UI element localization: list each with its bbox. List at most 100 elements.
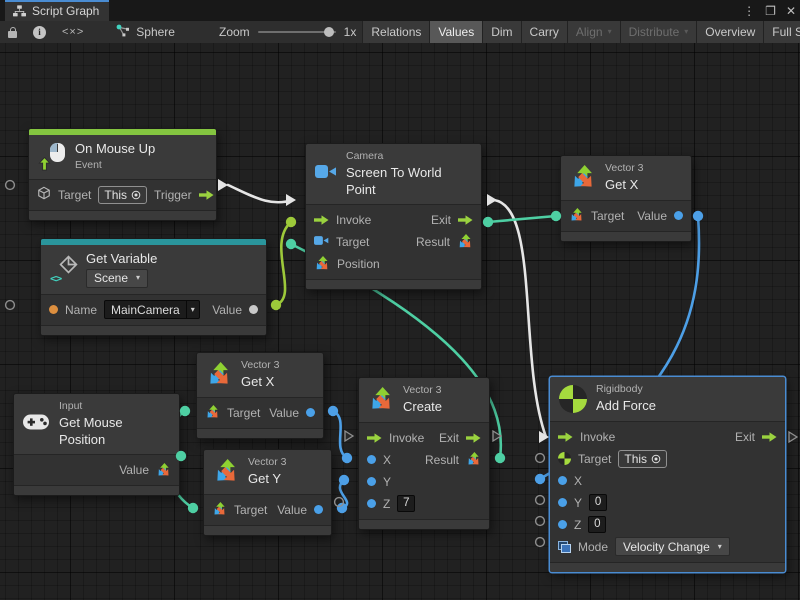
vector3-port-icon[interactable]	[314, 256, 330, 272]
flow-in-arrow-icon[interactable]	[314, 215, 329, 226]
flow-out-arrow-icon[interactable]	[762, 431, 777, 442]
window-maximize-icon[interactable]: ❐	[765, 3, 776, 18]
wire-endpoint-dot[interactable]	[285, 216, 297, 228]
carry-button[interactable]: Carry	[520, 21, 567, 43]
unconnected-flow-port[interactable]	[788, 430, 799, 444]
z-value-field[interactable]: 0	[588, 516, 607, 534]
wire-get-variable-value-to-camera-target[interactable]	[274, 220, 293, 307]
wire-endpoint-dot[interactable]	[482, 216, 494, 228]
variable-scope-dropdown[interactable]: Scene	[86, 268, 149, 288]
zoom-slider-handle[interactable]	[323, 27, 334, 37]
this-target-chip[interactable]: This	[98, 185, 148, 204]
dim-button[interactable]: Dim	[482, 21, 521, 43]
flow-arrow-icon[interactable]	[198, 189, 214, 200]
float-port[interactable]	[314, 505, 323, 515]
flow-out-arrow-icon[interactable]	[466, 432, 481, 443]
value-port-label: Value	[277, 502, 307, 517]
node-title: Create	[403, 398, 443, 414]
flow-out-arrow-icon[interactable]	[458, 215, 473, 226]
node-on-mouse-up[interactable]: On Mouse Up Event Target This Trigger	[28, 128, 217, 221]
unconnected-value-port[interactable]	[534, 515, 546, 527]
wire-endpoint-dot[interactable]	[338, 474, 350, 486]
float-port[interactable]	[558, 476, 567, 486]
node-vector3-get-y[interactable]: Vector 3 Get Y Target Value	[203, 449, 332, 536]
wire-endpoint-dot[interactable]	[327, 405, 339, 417]
window-close-icon[interactable]: ✕	[785, 3, 796, 18]
wire-get-x-value-to-create-x[interactable]	[331, 409, 349, 460]
y-value-field[interactable]: 0	[589, 494, 608, 512]
this-target-chip[interactable]: This	[618, 449, 668, 468]
node-screen-to-world-point[interactable]: Camera Screen To World Point Invoke Exit…	[305, 143, 482, 291]
float-port[interactable]	[367, 477, 376, 487]
float-port[interactable]	[306, 408, 315, 418]
vector3-port-icon[interactable]	[569, 208, 584, 223]
values-button[interactable]: Values	[429, 21, 483, 43]
graph-canvas[interactable]: On Mouse Up Event Target This Trigger	[0, 43, 800, 600]
align-button[interactable]: Align	[566, 21, 620, 43]
node-title: Get Mouse Position	[59, 414, 123, 447]
float-port[interactable]	[367, 499, 376, 509]
wire-endpoint-dot[interactable]	[534, 473, 546, 485]
tab-script-graph[interactable]: Script Graph	[5, 0, 110, 21]
window-menu-icon[interactable]: ⋮	[743, 3, 756, 18]
wire-endpoint-dot[interactable]	[341, 452, 353, 464]
node-get-variable[interactable]: <> Get Variable Scene Name MainCamera Va…	[40, 238, 267, 336]
unconnected-value-port[interactable]	[333, 496, 345, 508]
float-port[interactable]	[558, 520, 567, 530]
unconnected-value-port[interactable]	[534, 452, 546, 464]
flow-in-arrow-icon[interactable]	[367, 432, 382, 443]
force-mode-dropdown[interactable]: Velocity Change	[615, 537, 730, 557]
lock-button[interactable]	[0, 21, 25, 43]
node-add-force[interactable]: Rigidbody Add Force Invoke Exit Target T…	[549, 376, 786, 573]
full-screen-button[interactable]: Full Screen	[763, 21, 800, 43]
vector3-port-icon[interactable]	[156, 462, 171, 478]
overview-button[interactable]: Overview	[696, 21, 764, 43]
node-get-mouse-position[interactable]: Input Get Mouse Position Value	[13, 393, 180, 497]
flow-wire-arrowhead	[218, 179, 228, 191]
wire-get-y-value-to-create-y[interactable]	[338, 478, 349, 510]
vector3-icon	[372, 386, 390, 409]
force-mode-icon[interactable]	[558, 540, 571, 553]
info-button[interactable]: i	[25, 21, 54, 43]
unconnected-value-port[interactable]	[534, 494, 546, 506]
wire-camera-result-to-get-x-top-target[interactable]	[486, 214, 558, 224]
vector3-port-icon[interactable]	[466, 452, 481, 467]
relations-button[interactable]: Relations	[362, 21, 430, 43]
wire-endpoint-dot[interactable]	[336, 502, 348, 514]
z-value-field[interactable]: 7	[397, 495, 416, 513]
unconnected-value-port[interactable]	[534, 536, 546, 548]
flow-in-arrow-icon[interactable]	[558, 431, 573, 442]
variable-name-dropdown[interactable]: MainCamera	[104, 300, 200, 320]
y-port-label: Y	[574, 495, 583, 510]
zoom-slider[interactable]	[257, 27, 336, 37]
edit-graph-button[interactable]: <×>	[54, 21, 92, 43]
string-port[interactable]	[49, 305, 58, 315]
float-port[interactable]	[674, 211, 683, 221]
wire-endpoint-dot[interactable]	[187, 502, 199, 514]
node-vector3-get-x-mid[interactable]: Vector 3 Get X Target Value	[196, 352, 324, 439]
unconnected-value-port[interactable]	[4, 299, 16, 311]
object-port[interactable]	[249, 305, 258, 315]
unconnected-flow-port[interactable]	[344, 429, 355, 443]
wire-camera-exit-to-add-force-invoke[interactable]	[492, 198, 548, 439]
vector3-port-icon[interactable]	[205, 405, 220, 420]
unconnected-value-port[interactable]	[4, 179, 16, 191]
wire-endpoint-dot[interactable]	[494, 452, 506, 464]
vector3-port-icon[interactable]	[212, 502, 227, 517]
gameobject-cube-icon[interactable]	[37, 186, 51, 203]
node-vector3-get-x-top[interactable]: Vector 3 Get X Target Value	[560, 155, 692, 242]
wire-endpoint-dot[interactable]	[692, 210, 704, 222]
float-port[interactable]	[367, 455, 376, 465]
rigidbody-port-icon[interactable]	[558, 452, 571, 466]
graph-reference[interactable]: Sphere	[106, 21, 185, 43]
camera-port-icon[interactable]	[314, 235, 329, 249]
wire-endpoint-dot[interactable]	[285, 238, 297, 250]
wire-endpoint-dot[interactable]	[179, 405, 191, 417]
unconnected-flow-port[interactable]	[492, 429, 503, 443]
wire-on-mouse-up-trigger-to-camera-invoke[interactable]	[226, 183, 295, 204]
vector3-port-icon[interactable]	[457, 234, 473, 250]
float-port[interactable]	[558, 498, 567, 508]
node-vector3-create[interactable]: Vector 3 Create Invoke Exit X Result	[358, 377, 490, 530]
distribute-button[interactable]: Distribute	[619, 21, 697, 43]
wire-endpoint-dot[interactable]	[270, 299, 282, 311]
